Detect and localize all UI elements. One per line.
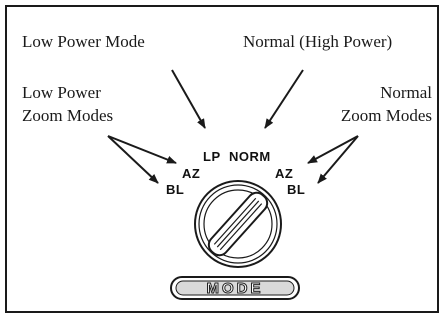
caption-normal-zoom-line1: Normal [380,83,432,102]
arrow-normal-zoom-az [307,135,359,164]
position-bl-left: BL [166,182,185,197]
caption-normal-high-power: Normal (High Power) [243,32,393,51]
caption-low-power-mode: Low Power Mode [22,32,145,51]
position-az-right: AZ [275,166,294,181]
arrow-low-power-mode [171,69,206,129]
position-az-left: AZ [182,166,201,181]
arrow-normal-zoom-bl [317,135,359,184]
knob-pointer-bar [207,191,269,257]
position-norm: NORM [229,149,271,164]
position-bl-right: BL [287,182,306,197]
caption-normal-zoom-line2: Zoom Modes [340,106,432,125]
caption-low-power-zoom-line2: Zoom Modes [22,106,114,125]
mode-label-plate [170,276,300,300]
mode-label: MODE [206,279,264,297]
caption-low-power-zoom-line1: Low Power [22,83,101,102]
rotary-knob[interactable] [194,180,282,268]
diagram-frame [5,5,439,313]
arrow-low-power-zoom-bl [107,135,159,184]
arrow-low-power-zoom-az [107,135,177,164]
position-lp: LP [203,149,221,164]
arrow-normal-high-power [264,69,304,129]
